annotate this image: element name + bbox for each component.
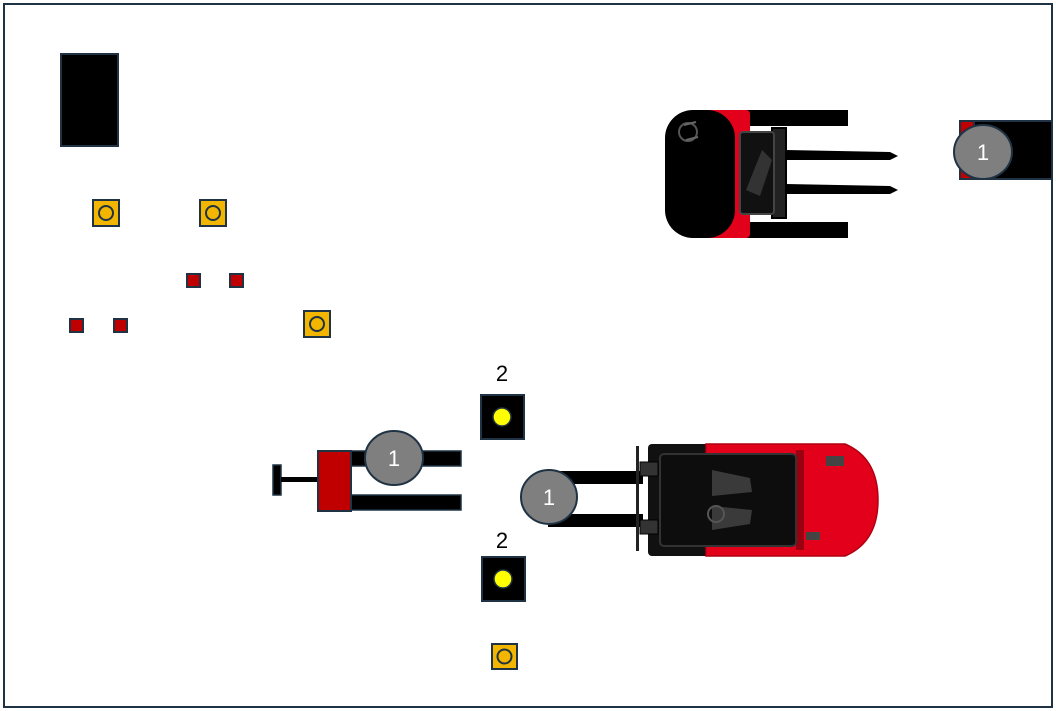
sensor-icon — [92, 199, 120, 227]
sensor-icon — [199, 199, 227, 227]
floor-marker-icon — [113, 318, 128, 333]
load-badge: 1 — [953, 124, 1013, 180]
warning-light-icon — [481, 556, 526, 602]
badge-label: 1 — [388, 446, 400, 471]
floor-marker-icon — [229, 273, 244, 288]
diagram-frame — [3, 3, 1053, 708]
sensor-icon — [303, 310, 331, 338]
forklift-badge: 1 — [520, 469, 578, 525]
light-label-upper: 2 — [496, 361, 508, 386]
floor-marker-icon — [69, 318, 84, 333]
badge-label: 1 — [977, 140, 989, 165]
forklift-bottom-icon — [548, 443, 879, 557]
badge-label: 1 — [543, 485, 555, 510]
forklift-top-icon — [665, 110, 898, 238]
sensor-icon — [491, 643, 518, 670]
light-label-lower: 2 — [496, 528, 508, 553]
pallet-jack-badge: 1 — [364, 430, 424, 486]
floor-marker-icon — [186, 273, 201, 288]
storage-block — [60, 53, 119, 147]
warning-light-icon — [480, 394, 525, 440]
